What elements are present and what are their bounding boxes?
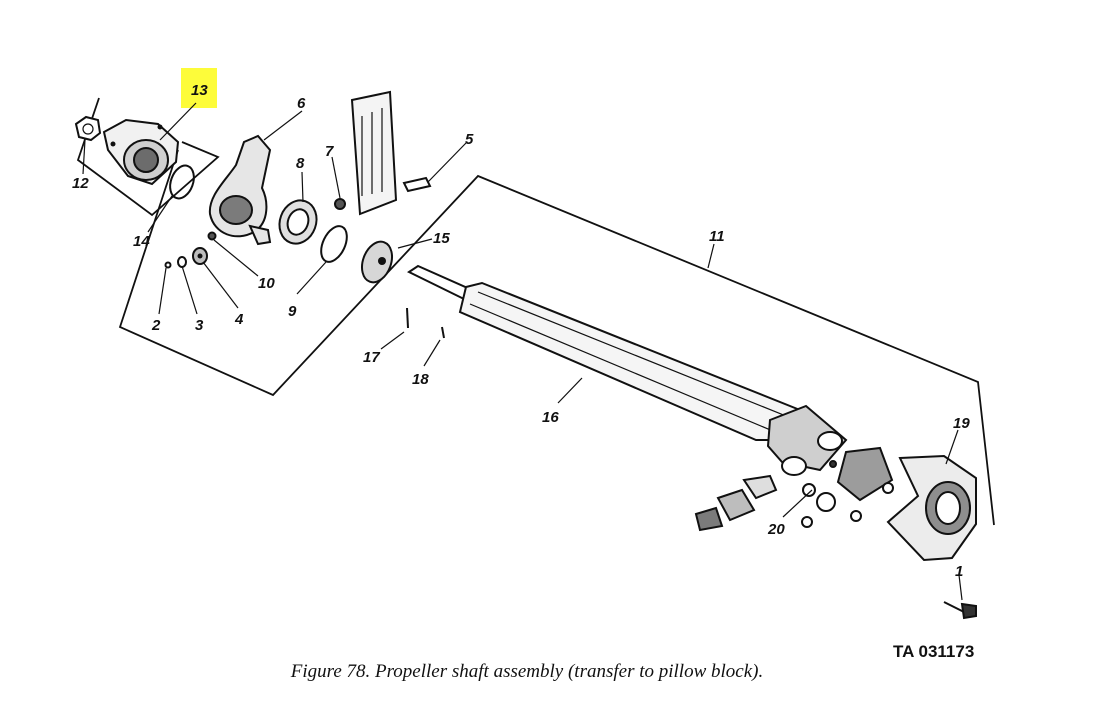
leader-14 [147,195,173,233]
part-4-bushing [192,247,208,265]
figure-caption: Figure 78. Propeller shaft assembly (tra… [290,661,764,682]
callout-19: 19 [953,415,970,432]
part-2-nut [164,261,172,269]
callout-14: 14 [133,233,150,250]
part-7-fitting [334,198,346,210]
callout-4: 4 [234,311,244,328]
callout-11: 11 [709,228,725,245]
figure-id: TA 031173 [893,642,974,661]
callout-6: 6 [297,95,306,112]
callout-13-highlight [181,68,217,108]
part-8-bearing [278,199,318,245]
callout-3: 3 [195,317,204,334]
leader-13 [159,102,197,141]
callout-12: 12 [72,175,89,192]
part-6-pillow-block [208,134,272,246]
leader-18 [423,339,441,367]
callout-17: 17 [363,349,380,366]
leader-20 [782,489,813,518]
part-18-fitting [441,326,445,339]
leader-2 [158,267,167,315]
leader-8 [301,171,304,203]
callout-8: 8 [296,155,305,172]
leader-6 [263,110,303,141]
callout-13: 13 [191,82,208,99]
part-12-nut [74,115,102,142]
part-19-yoke [886,454,977,562]
part-16-shaft [406,264,848,476]
callout-1: 1 [955,563,963,580]
part-17-key [406,307,409,329]
part-20-plug [829,460,837,468]
leader-3 [181,265,198,315]
callout-9: 9 [288,303,297,320]
callout-10: 10 [258,275,275,292]
leader-7 [331,156,341,199]
callout-15: 15 [433,230,450,247]
part-5-frame-bracket [350,90,432,216]
callout-16: 16 [542,409,559,426]
part-1-bolt [943,601,977,620]
universal-joint-parts [694,446,894,532]
leader-16 [557,377,583,404]
leader-15 [397,238,433,249]
callout-20: 20 [767,521,785,538]
leader-1 [958,574,963,601]
part-13-flange [102,118,180,186]
part-15-slinger [361,240,393,284]
part-3-washer [177,256,187,268]
callout-7: 7 [325,143,334,160]
part-10-bolt [207,231,217,241]
leader-17 [380,331,405,350]
callout-18: 18 [412,371,429,388]
leader-19 [945,429,959,465]
callout-2: 2 [151,317,161,334]
leader-4 [202,261,239,309]
leader-12 [82,139,86,175]
callout-5: 5 [465,131,474,148]
group-bracket-main [118,149,995,526]
leader-9 [296,261,327,295]
leader-10 [213,239,259,277]
leader-5 [427,142,467,183]
part-9-seal [320,225,348,263]
leader-11 [707,243,715,269]
part-14-washer [169,164,195,200]
